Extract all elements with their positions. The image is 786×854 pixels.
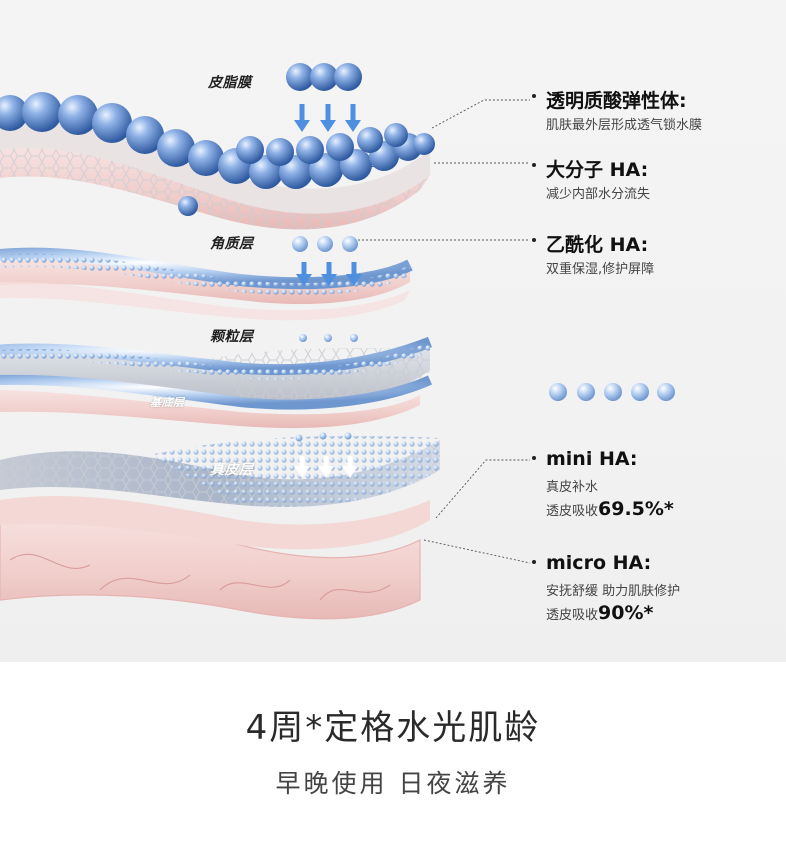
granular-falling-beads: [299, 334, 358, 342]
layer-label-dermis: 真皮层: [210, 462, 254, 478]
annotation-title: mini HA:: [546, 448, 638, 470]
leader-lines: [358, 99, 531, 564]
bullet-dot: [532, 238, 536, 242]
granular-layer: [0, 336, 433, 429]
stratum-corneum-layer: [0, 247, 413, 321]
dermis-arrows: [294, 456, 358, 478]
absorption-line: 透皮吸收90%*: [546, 602, 653, 624]
absorption-line: 透皮吸收69.5%*: [546, 498, 674, 520]
dermis-layer: [0, 435, 440, 620]
bullet-dot: [532, 163, 536, 167]
annotation-desc: 安抚舒缓 助力肌肤修护: [546, 584, 681, 599]
annotation-title: 透明质酸弹性体:: [546, 90, 687, 112]
headline: 4周*定格水光肌龄: [245, 708, 541, 748]
absorption-label: 透皮吸收: [546, 504, 599, 519]
absorption-label: 透皮吸收: [546, 608, 599, 623]
sebum-falling-beads: [286, 63, 362, 91]
annotation-title: micro HA:: [546, 552, 652, 574]
annotation-title: 乙酰化 HA:: [546, 234, 649, 256]
illustration-area: 皮脂膜 角质层 颗粒层 基底层 真皮层 透明质酸弹性体: 肌肤最外层形成透气锁水…: [0, 0, 786, 662]
corneum-arrows: [296, 262, 362, 286]
annotation-desc: 减少内部水分流失: [546, 187, 651, 202]
layer-label-granular: 颗粒层: [210, 329, 254, 345]
annotation-title: 大分子 HA:: [546, 159, 649, 181]
absorption-value: 69.5%*: [598, 498, 674, 520]
bullet-dot: [532, 456, 536, 460]
floating-beads-row: [549, 383, 675, 401]
bullet-dot: [532, 94, 536, 98]
annotation-desc: 真皮补水: [546, 480, 599, 495]
bullet-dot: [532, 560, 536, 564]
corneum-falling-beads: [292, 236, 358, 252]
layer-label-sebum: 皮脂膜: [208, 75, 252, 91]
sebum-arrows: [294, 104, 361, 132]
dermis-falling-beads: [295, 432, 352, 442]
absorption-value: 90%*: [598, 602, 654, 624]
sebum-beads: [0, 92, 435, 216]
subline: 早晚使用 日夜滋养: [275, 769, 511, 798]
skin-layers-illustration: [0, 63, 675, 620]
annotation-desc: 肌肤最外层形成透气锁水膜: [546, 118, 703, 133]
annotation-desc: 双重保湿,修护屏障: [546, 262, 655, 277]
layer-label-stratum-corneum: 角质层: [210, 236, 254, 252]
layer-label-basal: 基底层: [150, 396, 185, 409]
